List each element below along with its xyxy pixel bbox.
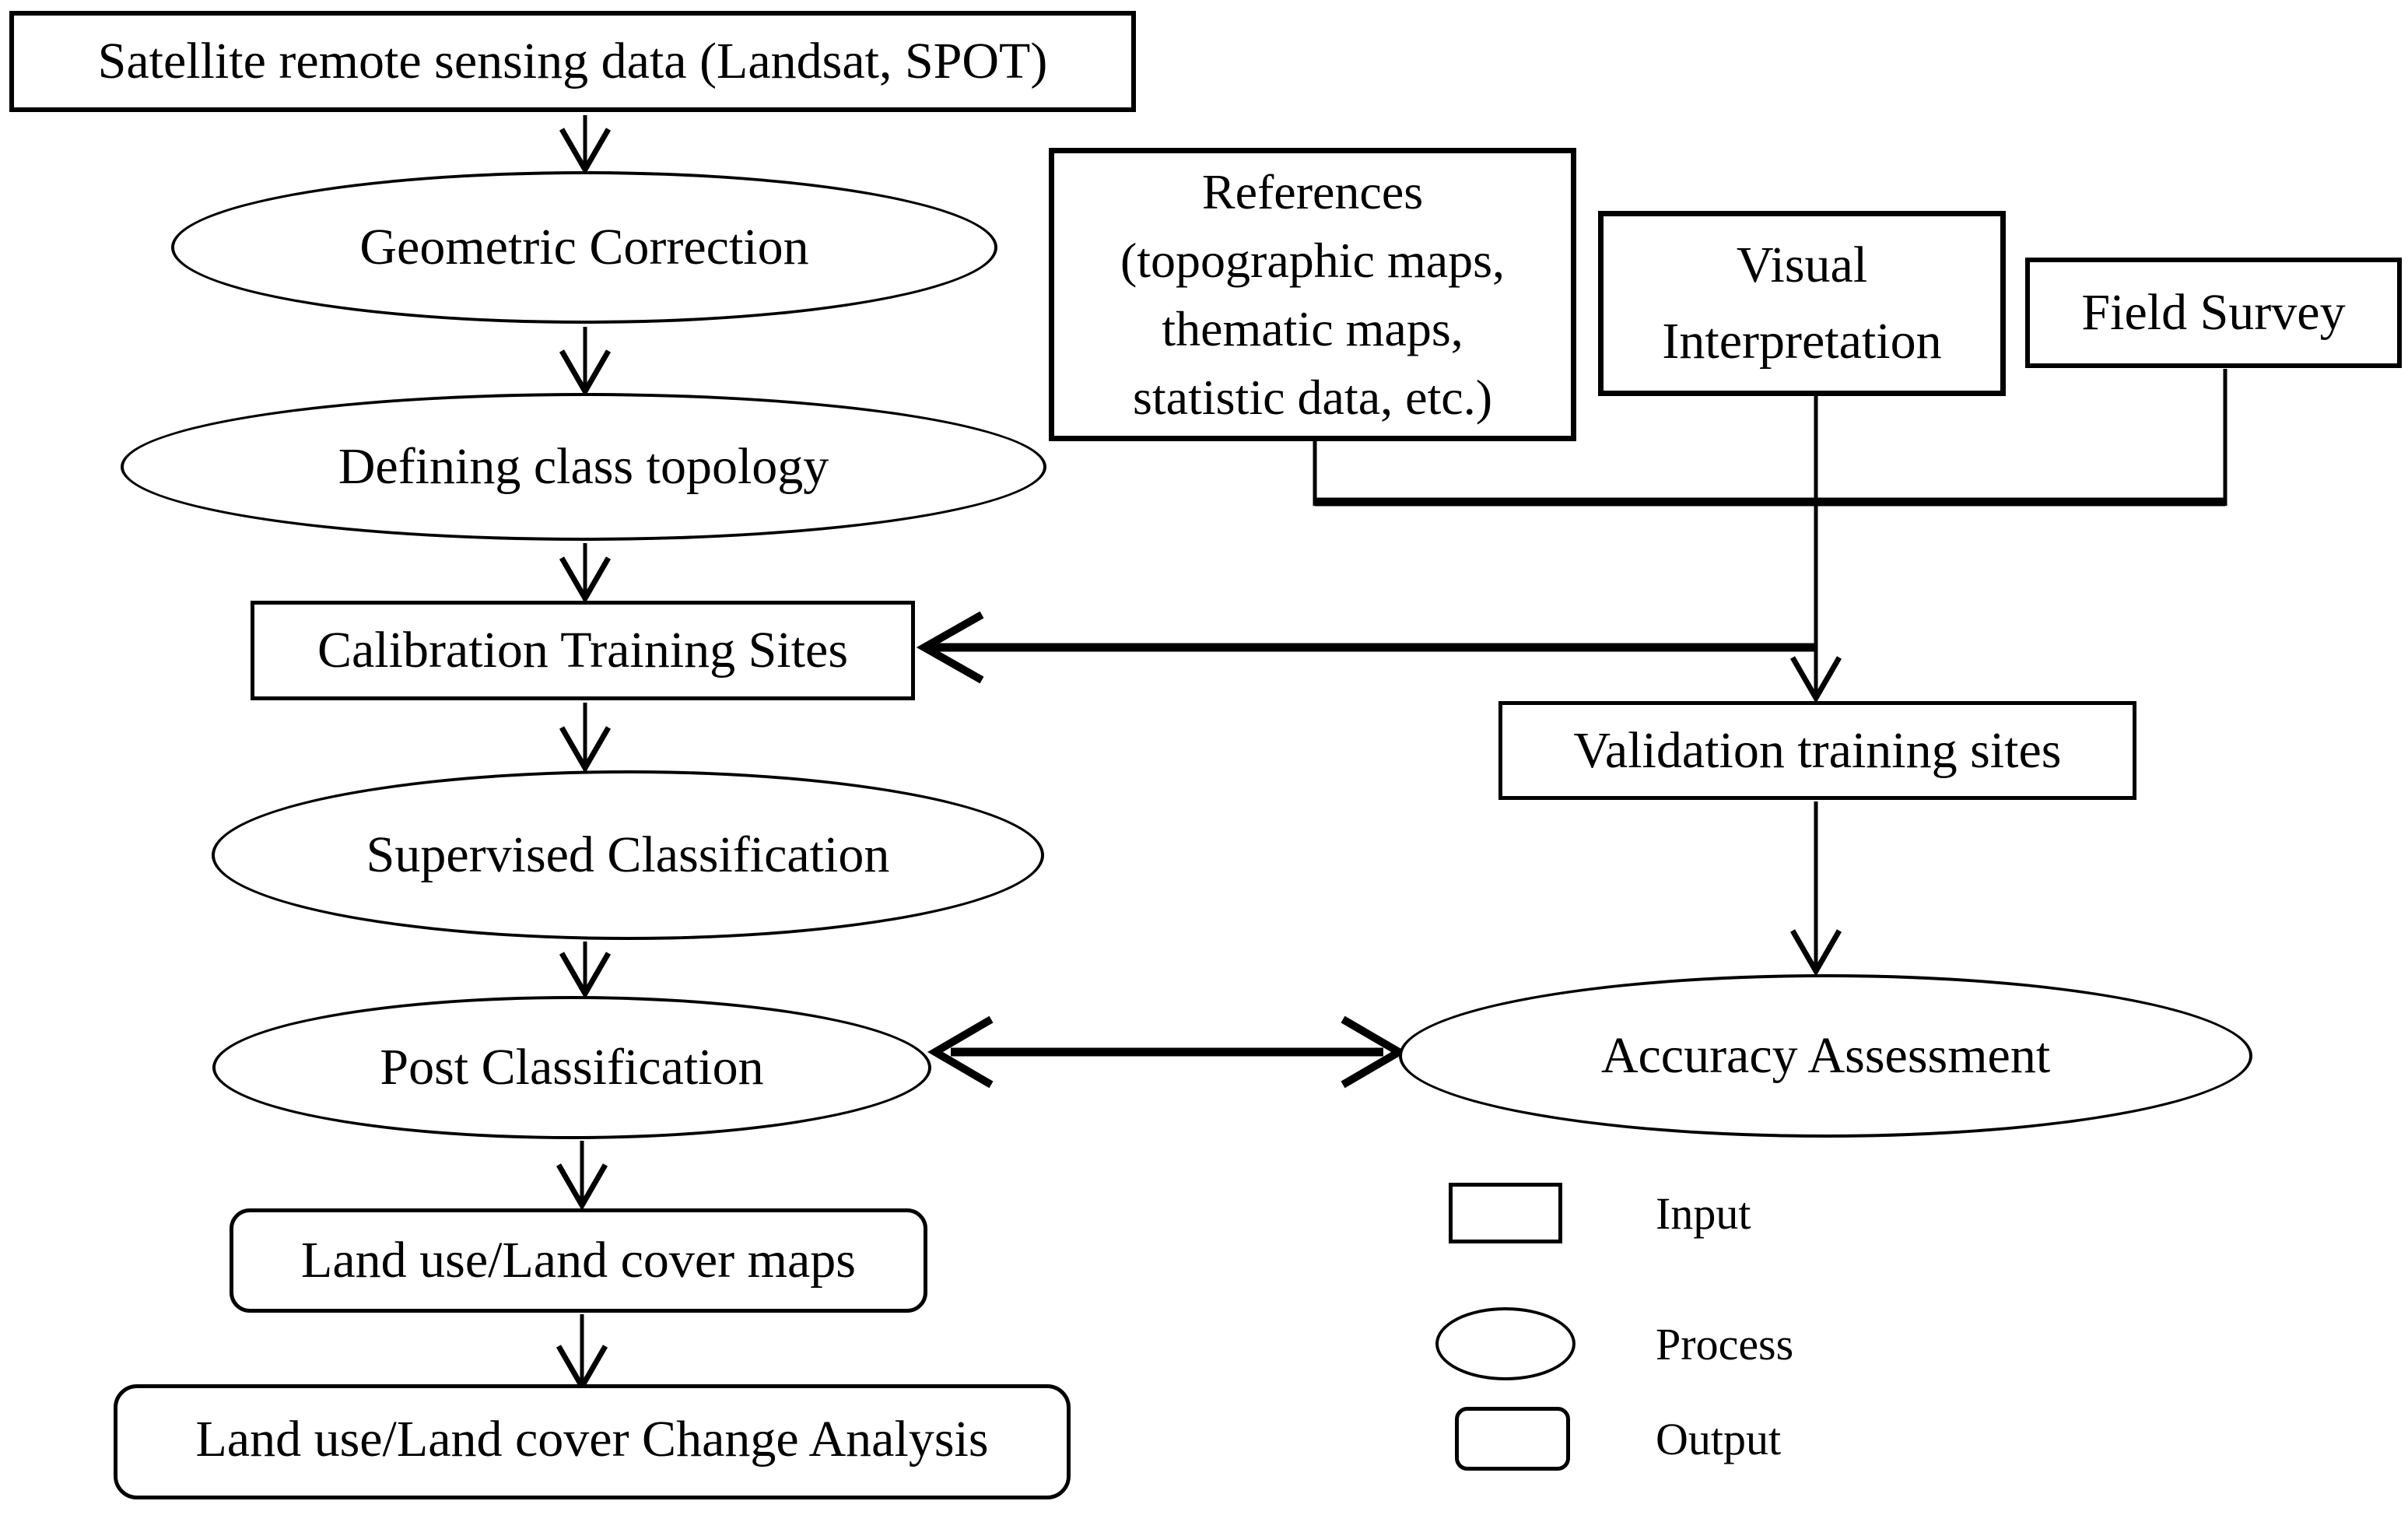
legend-input-shape bbox=[1449, 1183, 1562, 1243]
node-calibration-training-sites: Calibration Training Sites bbox=[251, 601, 915, 700]
node-supervised-classification: Supervised Classification bbox=[212, 770, 1044, 940]
node-accuracy-assessment: Accuracy Assessment bbox=[1399, 974, 2252, 1138]
arrow-visual-to-validation bbox=[1789, 396, 1842, 704]
node-validation-training-sites: Validation training sites bbox=[1498, 701, 2136, 800]
arrow-post-accuracy-bidirectional bbox=[927, 1015, 1407, 1089]
node-defining-class-topology-label: Defining class topology bbox=[338, 438, 829, 496]
legend-process-label-text: Process bbox=[1656, 1318, 1794, 1369]
arrow-supervised-to-post bbox=[559, 942, 612, 1000]
node-calibration-training-sites-label: Calibration Training Sites bbox=[317, 622, 849, 679]
node-defining-class-topology: Defining class topology bbox=[121, 393, 1046, 541]
node-validation-training-sites-label: Validation training sites bbox=[1573, 721, 2062, 779]
node-references-line-2: (topographic maps, bbox=[1120, 232, 1505, 288]
legend-output-shape bbox=[1455, 1407, 1570, 1471]
node-supervised-classification-label: Supervised Classification bbox=[366, 826, 890, 884]
legend-output-label-text: Output bbox=[1656, 1413, 1782, 1464]
node-references-line-1: References bbox=[1201, 163, 1424, 219]
arrow-defining-to-calibration bbox=[559, 543, 612, 605]
arrow-validation-to-accuracy bbox=[1789, 801, 1842, 977]
node-post-classification: Post Classification bbox=[212, 996, 931, 1139]
node-landuse-change-analysis: Land use/Land cover Change Analysis bbox=[114, 1384, 1071, 1499]
legend-process-label: Process bbox=[1656, 1307, 1793, 1380]
arrow-post-to-maps bbox=[556, 1141, 608, 1212]
node-references: References (topographic maps, thematic m… bbox=[1049, 148, 1576, 441]
node-visual-interpretation: Visual Interpretation bbox=[1598, 211, 2006, 396]
legend-output-label: Output bbox=[1656, 1407, 1781, 1471]
arrow-sources-to-calibration bbox=[916, 611, 1816, 684]
legend-process-shape bbox=[1435, 1307, 1576, 1380]
node-landuse-landcover-maps: Land use/Land cover maps bbox=[230, 1208, 927, 1313]
arrow-geometric-to-defining bbox=[559, 327, 612, 398]
arrow-satellite-to-geometric bbox=[559, 115, 612, 176]
node-references-line-4: statistic data, etc.) bbox=[1132, 369, 1493, 425]
node-satellite-data: Satellite remote sensing data (Landsat, … bbox=[9, 11, 1136, 112]
node-visual-interpretation-line-1: Visual bbox=[1736, 237, 1868, 293]
node-accuracy-assessment-label: Accuracy Assessment bbox=[1600, 1027, 2051, 1085]
node-landuse-change-analysis-label: Land use/Land cover Change Analysis bbox=[195, 1411, 989, 1468]
node-landuse-landcover-maps-label: Land use/Land cover maps bbox=[301, 1232, 856, 1289]
node-visual-interpretation-line-2: Interpretation bbox=[1662, 313, 1942, 370]
arrow-maps-to-analysis bbox=[556, 1314, 608, 1393]
node-satellite-data-label: Satellite remote sensing data (Landsat, … bbox=[97, 33, 1048, 90]
node-references-line-3: thematic maps, bbox=[1162, 300, 1463, 356]
legend-input-label-text: Input bbox=[1656, 1187, 1751, 1239]
legend-input-label: Input bbox=[1656, 1183, 1751, 1243]
node-field-survey: Field Survey bbox=[2025, 258, 2402, 368]
node-post-classification-label: Post Classification bbox=[380, 1039, 764, 1096]
node-geometric-correction-label: Geometric Correction bbox=[359, 219, 809, 276]
arrow-calibration-to-supervised bbox=[559, 703, 612, 774]
node-field-survey-label: Field Survey bbox=[2081, 284, 2346, 342]
node-geometric-correction: Geometric Correction bbox=[171, 171, 997, 324]
